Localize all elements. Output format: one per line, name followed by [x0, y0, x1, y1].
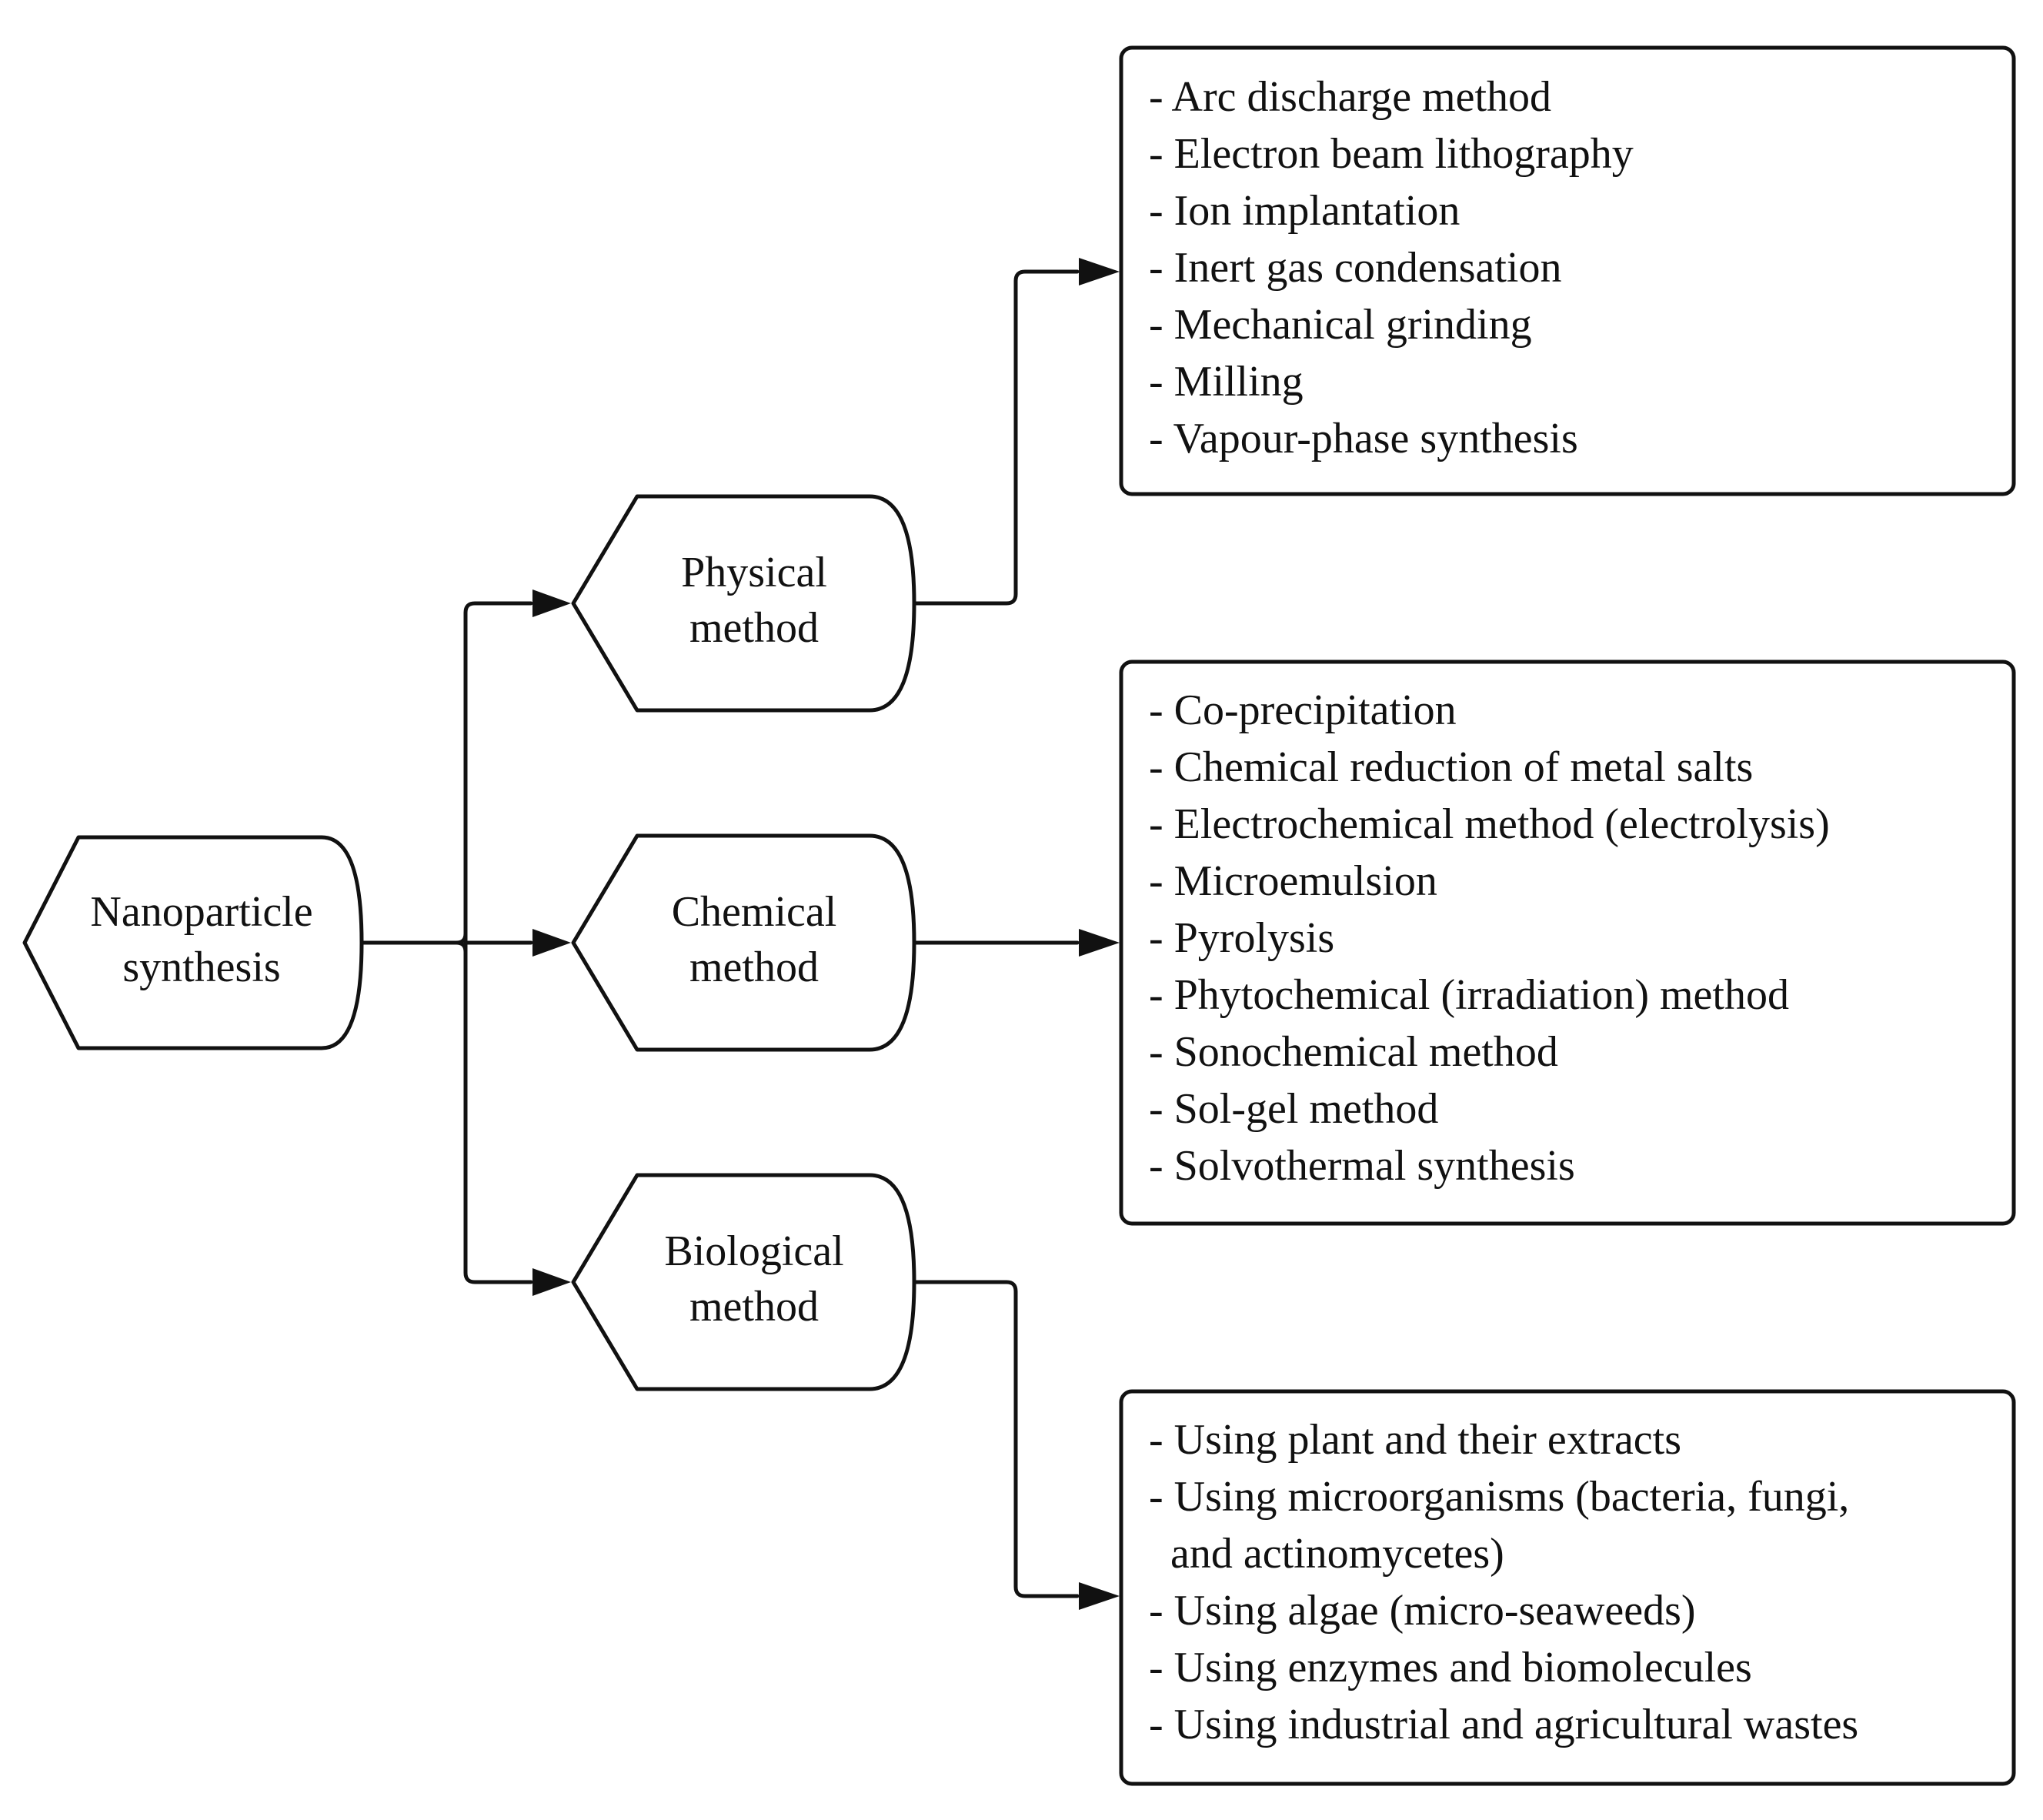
- physical-list-box: [1119, 45, 2016, 496]
- arrowhead-physical-node: [532, 589, 571, 617]
- arrowheads: [532, 258, 1120, 1610]
- biological-method-label-line1: Biological: [664, 1227, 843, 1275]
- physical-list-item: - Vapour-phase synthesis: [1149, 415, 1578, 463]
- trunk-to-physical-connector: [463, 601, 533, 945]
- root-node-label-line2: synthesis: [122, 943, 280, 991]
- biological-method-label-line2: method: [689, 1283, 819, 1331]
- arrowhead-physical-list: [1079, 258, 1120, 286]
- chemical-method-shape: [571, 833, 916, 1052]
- root-to-trunk-connector: [359, 930, 468, 945]
- physical-list-item: - Milling: [1149, 358, 1304, 406]
- physical-method-shape: [571, 494, 916, 713]
- biological-to-list-connector: [912, 1280, 1080, 1598]
- physical-method-label-line1: Physical: [681, 549, 827, 596]
- root-node-label-line1: Nanoparticle: [90, 888, 312, 936]
- chemical-method-label-line2: method: [689, 943, 819, 991]
- biological-list-item: - Using plant and their extracts: [1149, 1416, 1681, 1464]
- root-node-shape: [22, 835, 364, 1050]
- physical-list-item: - Inert gas condensation: [1149, 244, 1561, 292]
- chemical-method-node: Chemical method: [571, 833, 916, 1052]
- biological-list-item: - Using enzymes and biomolecules: [1149, 1644, 1752, 1691]
- chemical-list-item: - Electrochemical method (electrolysis): [1149, 800, 1830, 848]
- chemical-methods-list: - Co-precipitation - Chemical reduction …: [1119, 660, 2016, 1226]
- chemical-list-item: - Chemical reduction of metal salts: [1149, 743, 1753, 791]
- biological-list-item: - Using microorganisms (bacteria, fungi,: [1149, 1473, 1849, 1521]
- chemical-list-item: - Phytochemical (irradiation) method: [1149, 971, 1789, 1019]
- chemical-list-item: - Sonochemical method: [1149, 1028, 1558, 1076]
- chemical-list-item: - Microemulsion: [1149, 857, 1437, 905]
- physical-list-item: - Mechanical grinding: [1149, 301, 1532, 349]
- chemical-method-label-line1: Chemical: [672, 888, 837, 936]
- physical-list-item: - Ion implantation: [1149, 187, 1460, 235]
- physical-list-item: - Electron beam lithography: [1149, 130, 1634, 178]
- trunk-to-biological-connector: [463, 940, 533, 1284]
- chemical-list-item: - Co-precipitation: [1149, 686, 1457, 734]
- biological-method-shape: [571, 1173, 916, 1391]
- arrowhead-chemical-list: [1079, 929, 1120, 957]
- physical-methods-list: - Arc discharge method - Electron beam l…: [1119, 45, 2016, 496]
- biological-methods-list: - Using plant and their extracts - Using…: [1119, 1389, 2016, 1786]
- connectors: [359, 269, 1080, 1598]
- root-node: Nanoparticle synthesis: [22, 835, 364, 1050]
- biological-list-item: and actinomycetes): [1149, 1530, 1504, 1578]
- biological-list-box: [1119, 1389, 2016, 1786]
- arrowhead-biological-list: [1079, 1582, 1120, 1610]
- physical-list-item: - Arc discharge method: [1149, 73, 1551, 121]
- chemical-list-item: - Pyrolysis: [1149, 914, 1334, 962]
- biological-method-node: Biological method: [571, 1173, 916, 1391]
- physical-to-list-connector: [912, 269, 1080, 606]
- chemical-list-item: - Sol-gel method: [1149, 1085, 1438, 1133]
- physical-method-label-line2: method: [689, 604, 819, 652]
- biological-list-item: - Using algae (micro-seaweeds): [1149, 1587, 1696, 1635]
- chemical-list-box: [1119, 660, 2016, 1226]
- chemical-list-item: - Solvothermal synthesis: [1149, 1142, 1575, 1190]
- arrowhead-chemical-node: [532, 929, 571, 957]
- physical-method-node: Physical method: [571, 494, 916, 713]
- biological-list-item: - Using industrial and agricultural wast…: [1149, 1701, 1858, 1748]
- arrowhead-biological-node: [532, 1268, 571, 1296]
